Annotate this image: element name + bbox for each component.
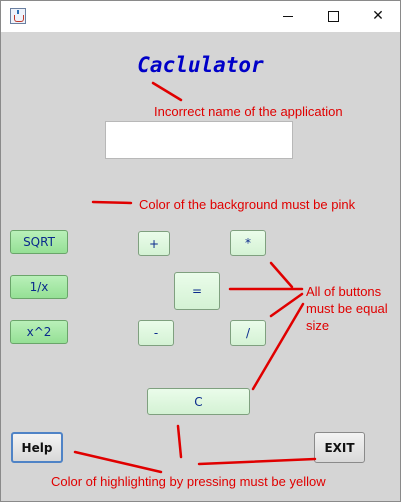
multiply-button[interactable]: * — [230, 230, 266, 256]
annotation-buttons-size: All of buttons must be equal size — [306, 284, 388, 333]
java-app-icon — [10, 8, 26, 24]
minimize-icon — [283, 16, 293, 17]
annotation-background: Color of the background must be pink — [139, 197, 356, 212]
close-icon: ✕ — [372, 8, 384, 24]
reciprocal-button[interactable]: 1/x — [10, 275, 68, 299]
help-button[interactable]: Help — [11, 432, 63, 463]
app-title: Caclulator — [137, 53, 264, 77]
title-bar[interactable]: ✕ — [1, 1, 400, 32]
annotation-highlight: Color of highlighting by pressing must b… — [51, 474, 326, 489]
arrow-to-help — [73, 450, 163, 474]
plus-button[interactable]: + — [138, 231, 170, 256]
arrow-to-multiply — [269, 261, 294, 289]
calculator-panel: Caclulator SQRT 1/x x^2 + * = - / C Help… — [1, 32, 400, 501]
equals-button[interactable]: = — [174, 272, 220, 310]
maximize-icon — [328, 11, 339, 22]
display-field[interactable] — [105, 121, 293, 159]
arrow-to-background — [91, 200, 133, 205]
maximize-button[interactable] — [310, 1, 356, 32]
arrow-to-divide — [269, 292, 304, 318]
minimize-button[interactable] — [265, 1, 311, 32]
close-button[interactable]: ✕ — [355, 1, 401, 32]
annotation-arrows — [73, 81, 317, 474]
exit-button[interactable]: EXIT — [314, 432, 365, 463]
square-button[interactable]: x^2 — [10, 320, 68, 344]
arrow-to-clear-highlight — [176, 424, 183, 459]
arrow-to-title — [151, 81, 183, 102]
minus-button[interactable]: - — [138, 320, 174, 346]
arrow-to-exit — [197, 457, 317, 466]
divide-button[interactable]: / — [230, 320, 266, 346]
arrow-to-clear — [251, 302, 305, 391]
annotation-name: Incorrect name of the application — [154, 104, 343, 119]
clear-button[interactable]: C — [147, 388, 250, 415]
sqrt-button[interactable]: SQRT — [10, 230, 68, 254]
